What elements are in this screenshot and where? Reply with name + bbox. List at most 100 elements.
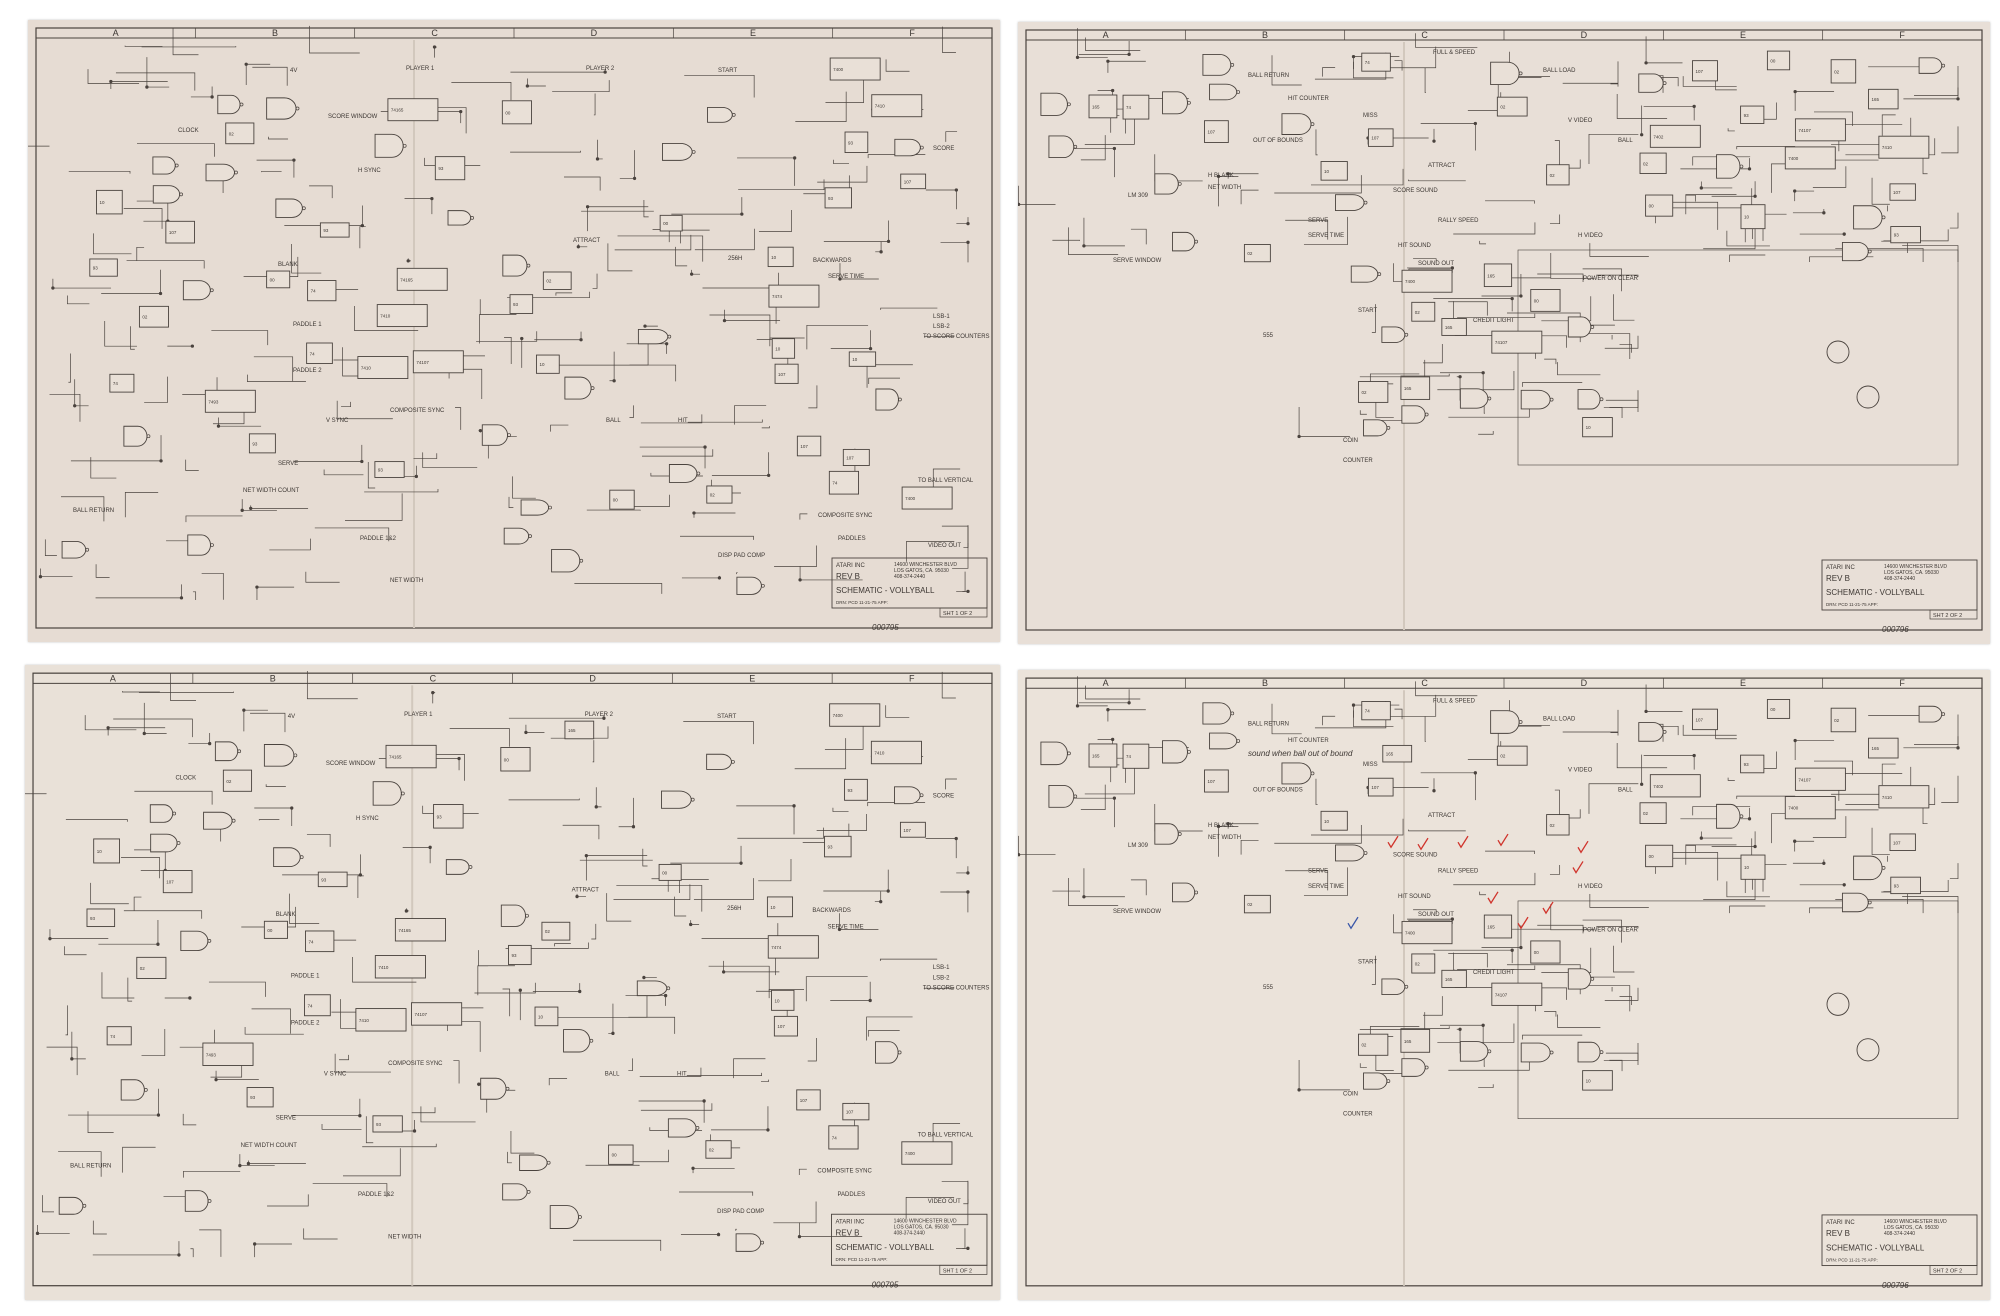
gate-inverter-bubble <box>237 749 242 754</box>
check-mark-icon <box>1417 837 1429 851</box>
chip-label: 7493 <box>208 399 219 404</box>
gate-inverter-bubble <box>1177 182 1182 186</box>
wire <box>1941 126 1959 154</box>
chip-label: 02 <box>1247 902 1252 907</box>
gate-inverter-bubble <box>696 471 701 476</box>
junction-dot <box>837 927 842 932</box>
chip-label: 74 <box>1365 709 1370 714</box>
wire <box>644 324 658 327</box>
wire <box>1078 40 1130 55</box>
wire <box>1083 217 1125 247</box>
company-name: ATARI INC <box>836 563 865 569</box>
signal-label: BLANK <box>276 912 296 918</box>
junction-dot <box>1644 709 1648 714</box>
drawing-title: SCHEMATIC - VOLLYBALL <box>1826 1243 1925 1252</box>
gate-inverter-bubble <box>400 791 405 796</box>
ic-chip <box>1794 118 1846 142</box>
ic-chip <box>1582 1070 1613 1091</box>
junction-dot <box>1351 703 1356 707</box>
logic-gate <box>123 425 148 447</box>
wire <box>87 69 140 84</box>
wire <box>133 896 142 912</box>
junction-dot <box>1519 294 1523 298</box>
wire <box>164 996 191 999</box>
ic-chip <box>870 740 922 765</box>
wire <box>122 1146 156 1173</box>
wire <box>1408 179 1466 182</box>
wire <box>1604 335 1639 349</box>
wire <box>735 1228 737 1231</box>
wire <box>1285 870 1329 891</box>
ic-chip <box>204 389 256 413</box>
wire <box>1613 945 1635 973</box>
junction-dot <box>253 1242 257 1246</box>
wire <box>1084 116 1135 145</box>
logic-gate <box>707 106 733 123</box>
chip-label: 74 <box>1126 105 1132 110</box>
logic-gate <box>1335 194 1365 211</box>
wire <box>684 74 755 98</box>
wire <box>1107 709 1146 722</box>
wire <box>222 180 226 193</box>
logic-gate <box>875 388 899 411</box>
ic-chip <box>1692 708 1718 731</box>
ic-chip <box>89 258 118 277</box>
chip-label: 10 <box>770 905 775 910</box>
logic-gate <box>58 1196 84 1215</box>
wire <box>1812 816 1847 838</box>
wire <box>1413 258 1437 263</box>
signal-label: SERVE WINDOW <box>1113 258 1162 264</box>
wire <box>1941 775 1959 803</box>
wire <box>208 981 266 997</box>
junction-dot <box>208 741 212 746</box>
wire <box>479 314 517 344</box>
signal-label: BALL LOAD <box>1543 717 1576 723</box>
wire <box>1541 947 1592 974</box>
wire <box>1084 766 1135 795</box>
wire <box>163 1196 187 1204</box>
signal-label: BALL RETURN <box>1248 722 1289 728</box>
wire <box>591 923 597 940</box>
logic-gate <box>180 930 209 952</box>
ic-chip <box>385 744 437 769</box>
signal-label: MISS <box>1363 113 1378 119</box>
wire <box>1415 33 1478 48</box>
chip-label: 7400 <box>833 713 843 718</box>
wire <box>1420 123 1476 151</box>
wire <box>1537 273 1584 282</box>
wire <box>244 1027 304 1035</box>
wire <box>1550 253 1595 279</box>
junction-dot <box>886 889 890 893</box>
wire <box>1763 102 1777 120</box>
wire <box>1080 135 1106 161</box>
wire <box>422 452 478 468</box>
chip-label: 93 <box>828 845 833 850</box>
ic-chip <box>767 246 794 268</box>
wire <box>693 512 736 518</box>
signal-label: OUT OF BOUNDS <box>1253 138 1303 144</box>
wire <box>341 401 351 408</box>
ic-chip <box>1441 318 1467 336</box>
wire <box>84 715 137 731</box>
wire <box>1610 732 1619 736</box>
wire <box>126 260 205 269</box>
chips-layer: 0202740010107402165740000741071071010774… <box>1040 699 1946 1091</box>
wire <box>1726 881 1770 898</box>
ic-chip <box>1496 745 1528 766</box>
drawing-title: SCHEMATIC - VOLLYBALL <box>836 586 935 595</box>
signal-label: HIT COUNTER <box>1288 96 1330 102</box>
wire <box>1240 189 1259 205</box>
junction-dot <box>51 286 55 290</box>
chip-label: 93 <box>1744 113 1750 118</box>
wire <box>1557 362 1601 376</box>
logic-gate <box>1162 740 1188 764</box>
chip-label: 00 <box>612 1153 617 1158</box>
junction-dot <box>1216 824 1221 829</box>
wire <box>687 419 763 423</box>
gate-inverter-bubble <box>1236 739 1241 743</box>
wire <box>64 946 87 956</box>
column-letter-D: D <box>1581 30 1588 40</box>
wire <box>1554 789 1560 816</box>
wire <box>532 983 581 992</box>
wire <box>256 586 295 600</box>
